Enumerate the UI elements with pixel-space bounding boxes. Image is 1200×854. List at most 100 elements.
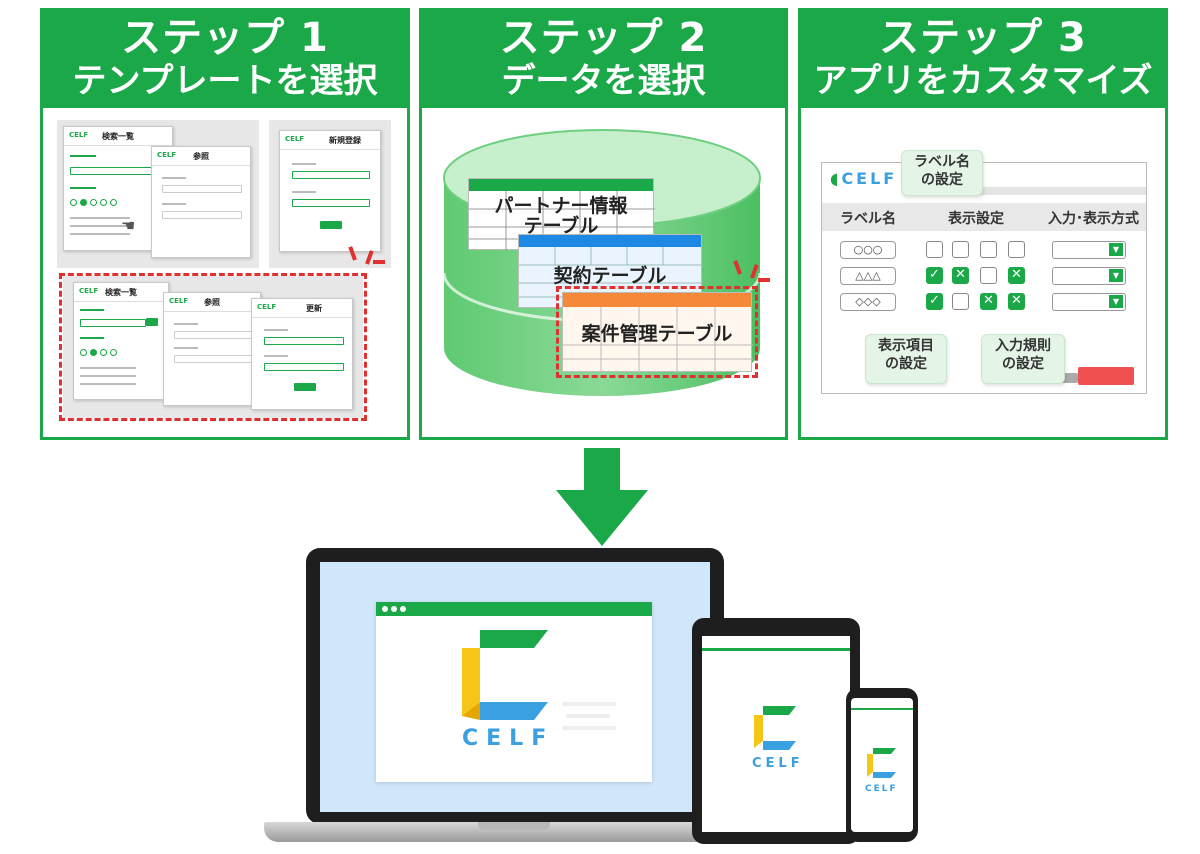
wireframe-title: 参照	[193, 152, 209, 161]
step-3-title: ステップ 3	[879, 15, 1087, 61]
window-titlebar	[376, 602, 652, 616]
input-method-select[interactable]: ▼	[1052, 241, 1126, 259]
step-1-header: ステップ 1 テンプレートを選択	[43, 11, 407, 108]
dropdown-arrow-icon: ▼	[1109, 295, 1123, 308]
display-checkbox[interactable]	[952, 241, 969, 258]
wireframe-view-c: CELF 参照	[163, 292, 261, 406]
app-window: CELF	[376, 602, 652, 782]
window-dot	[382, 606, 388, 612]
callout-text: 入力規則	[995, 338, 1051, 354]
faded-line	[562, 702, 616, 706]
celf-wordmark: CELF	[752, 756, 804, 771]
display-checkbox[interactable]: ✓	[926, 267, 943, 284]
faded-line	[566, 714, 610, 718]
celf-logo-icon	[867, 748, 896, 778]
display-checkbox[interactable]: ✕	[980, 293, 997, 310]
wireframe-register: CELF 新規登録	[279, 130, 381, 252]
step-2-header: ステップ 2 データを選択	[422, 11, 785, 108]
table-label: テーブル	[523, 215, 599, 237]
celf-logo-small: CELF	[169, 297, 189, 305]
celf-logo-small: CELF	[69, 131, 89, 139]
contract-table: 契約テーブル	[518, 234, 703, 308]
step-2-illustration: パートナー情報 テーブル 契約テーブル 案件管理テーブル	[422, 108, 785, 437]
label-field[interactable]: ○○○	[840, 241, 896, 259]
step-3-card: ステップ 3 アプリをカスタマイズ ◖CELF ラベル名 表示設定 入力･表示方…	[798, 8, 1168, 440]
project-table: 案件管理テーブル	[562, 292, 753, 373]
display-checkbox[interactable]	[980, 241, 997, 258]
callout-text: 表示項目	[878, 338, 934, 354]
label-setting-callout: ラベル名 の設定	[901, 150, 983, 196]
dropdown-arrow-icon: ▼	[1109, 269, 1123, 282]
wireframe-view-a: CELF 参照	[151, 146, 251, 258]
display-checkbox[interactable]: ✓	[926, 293, 943, 310]
phone-header-bar	[851, 708, 913, 710]
down-arrow-icon	[556, 448, 648, 546]
tablet-header-bar	[702, 648, 850, 651]
callout-text: ラベル名	[914, 154, 970, 170]
display-checkbox[interactable]: ✕	[1008, 293, 1025, 310]
step-3-subtitle: アプリをカスタマイズ	[813, 61, 1153, 101]
display-checkbox[interactable]	[980, 267, 997, 284]
column-header: 表示設定	[948, 211, 1004, 227]
step-2-title: ステップ 2	[499, 15, 708, 61]
wireframe-title: 新規登録	[329, 136, 361, 145]
laptop-notch	[478, 822, 550, 830]
label-field[interactable]: △△△	[840, 267, 896, 285]
wireframe-update-c: CELF 更新	[251, 298, 353, 410]
display-checkbox[interactable]	[952, 293, 969, 310]
save-button[interactable]	[1078, 367, 1134, 385]
tablet: CELF	[692, 618, 860, 844]
callout-text: の設定	[885, 356, 927, 372]
dropdown-arrow-icon: ▼	[1109, 243, 1123, 256]
window-dot	[391, 606, 397, 612]
wireframe-title: 検索一覧	[102, 132, 134, 141]
celf-logo: ◖CELF	[830, 169, 898, 188]
step-1-title: ステップ 1	[121, 15, 329, 61]
panel-divider	[922, 187, 1146, 195]
label-field[interactable]: ◇◇◇	[840, 293, 896, 311]
phone-screen: CELF	[851, 698, 913, 832]
table-label: 案件管理テーブル	[581, 323, 733, 345]
selected-template-highlight	[59, 273, 367, 421]
wireframe-title: 検索一覧	[105, 288, 137, 297]
celf-logo-small: CELF	[157, 151, 177, 159]
celf-wordmark: CELF	[865, 784, 898, 794]
wireframe-title: 更新	[306, 304, 322, 313]
display-setting-callout: 表示項目 の設定	[865, 334, 947, 384]
celf-logo-icon	[754, 706, 796, 750]
input-method-select[interactable]: ▼	[1052, 267, 1126, 285]
celf-logo-small: CELF	[257, 303, 277, 311]
display-checkbox[interactable]: ✕	[1008, 267, 1025, 284]
laptop-screen: CELF	[320, 562, 710, 812]
callout-text: の設定	[921, 172, 963, 188]
celf-logo-icon	[462, 630, 548, 720]
display-checkbox[interactable]	[1008, 241, 1025, 258]
laptop: CELF	[306, 548, 724, 824]
column-header: ラベル名	[840, 211, 896, 227]
step-3-header: ステップ 3 アプリをカスタマイズ	[801, 11, 1165, 108]
window-dot	[400, 606, 406, 612]
step-2-card: ステップ 2 データを選択 パートナー情報 テーブル	[419, 8, 788, 440]
display-checkbox[interactable]: ✕	[952, 267, 969, 284]
click-hand-icon: ☚	[121, 216, 136, 235]
step-2-subtitle: データを選択	[501, 61, 706, 101]
table-label: パートナー情報	[494, 195, 628, 217]
laptop-base	[264, 822, 764, 842]
input-method-select[interactable]: ▼	[1052, 293, 1126, 311]
celf-wordmark: CELF	[462, 726, 555, 751]
column-header: 入力･表示方式	[1048, 211, 1139, 227]
celf-logo-small: CELF	[285, 135, 305, 143]
header-row	[822, 203, 1146, 231]
faded-line	[562, 726, 616, 730]
tablet-screen: CELF	[702, 636, 850, 832]
callout-text: の設定	[1002, 356, 1044, 372]
step-3-illustration: ◖CELF ラベル名 表示設定 入力･表示方式 ○○○ △△△ ◇◇◇ ✓ ✕ …	[801, 108, 1165, 437]
highlight-spark	[758, 278, 770, 282]
wireframe-title: 参照	[204, 298, 220, 307]
display-checkbox[interactable]	[926, 241, 943, 258]
phone: CELF	[846, 688, 918, 842]
highlight-spark	[373, 260, 385, 264]
